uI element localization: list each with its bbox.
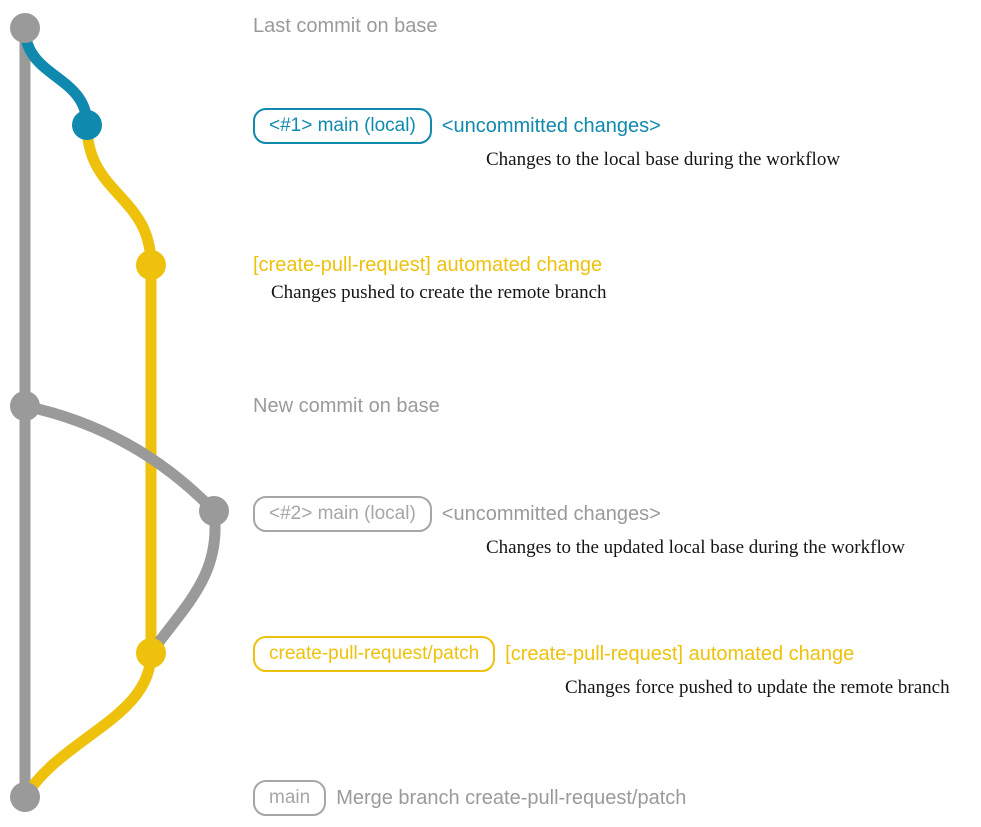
remote-push-1-line	[81, 119, 157, 271]
commit-row-head: <#2> main (local) <uncommitted changes>	[253, 496, 905, 532]
ref-badge-local-2[interactable]: <#2> main (local)	[253, 496, 432, 532]
commit-row-local-uncommitted-1: <#1> main (local) <uncommitted changes> …	[253, 108, 840, 171]
local-branch-2-line	[19, 400, 220, 517]
commit-row-head: Last commit on base	[253, 14, 438, 38]
commit-row-head: <#1> main (local) <uncommitted changes>	[253, 108, 840, 144]
commit-row-merge-branch: main Merge branch create-pull-request/pa…	[253, 780, 686, 816]
merge-back-line	[19, 647, 157, 803]
commit-subject: Last commit on base	[253, 15, 438, 37]
commit-row-head: main Merge branch create-pull-request/pa…	[253, 780, 686, 816]
commit-subject: <uncommitted changes>	[441, 115, 661, 137]
commit-node-base-merge[interactable]	[10, 782, 40, 812]
commit-node-remote-1[interactable]	[136, 250, 166, 280]
ref-badge-main[interactable]: main	[253, 780, 327, 816]
commit-row-head: New commit on base	[253, 394, 440, 418]
commit-node-local-1[interactable]	[72, 110, 102, 140]
commit-node-local-2[interactable]	[199, 496, 229, 526]
commit-row-local-uncommitted-2: <#2> main (local) <uncommitted changes> …	[253, 496, 905, 559]
commit-description: Changes force pushed to update the remot…	[565, 677, 950, 698]
local-2-to-remote-line	[145, 505, 221, 659]
commit-subject: <uncommitted changes>	[441, 503, 661, 525]
commit-row-automated-change-1: [create-pull-request] automated change C…	[253, 253, 607, 304]
commit-row-automated-change-2: create-pull-request/patch [create-pull-r…	[253, 636, 950, 699]
ref-badge-create-pull-request-patch[interactable]: create-pull-request/patch	[253, 636, 496, 672]
commit-subject: Merge branch create-pull-request/patch	[336, 787, 687, 809]
commit-description: Changes to the local base during the wor…	[486, 149, 841, 170]
commit-description: Changes pushed to create the remote bran…	[271, 282, 607, 303]
commit-node-base-last[interactable]	[10, 13, 40, 43]
commit-subject: [create-pull-request] automated change	[253, 254, 603, 276]
commit-subject: New commit on base	[253, 395, 440, 417]
commit-row-head: [create-pull-request] automated change	[253, 253, 607, 277]
commit-description: Changes to the updated local base during…	[486, 537, 905, 558]
ref-badge-local-1[interactable]: <#1> main (local)	[253, 108, 432, 144]
commit-node-base-new[interactable]	[10, 391, 40, 421]
commit-subject: [create-pull-request] automated change	[505, 643, 855, 665]
commit-row-head: create-pull-request/patch [create-pull-r…	[253, 636, 950, 672]
commit-row-last-commit-on-base: Last commit on base	[253, 14, 438, 38]
commit-node-remote-2[interactable]	[136, 638, 166, 668]
commit-row-new-commit-on-base: New commit on base	[253, 394, 440, 418]
local-branch-1-line	[19, 22, 93, 131]
